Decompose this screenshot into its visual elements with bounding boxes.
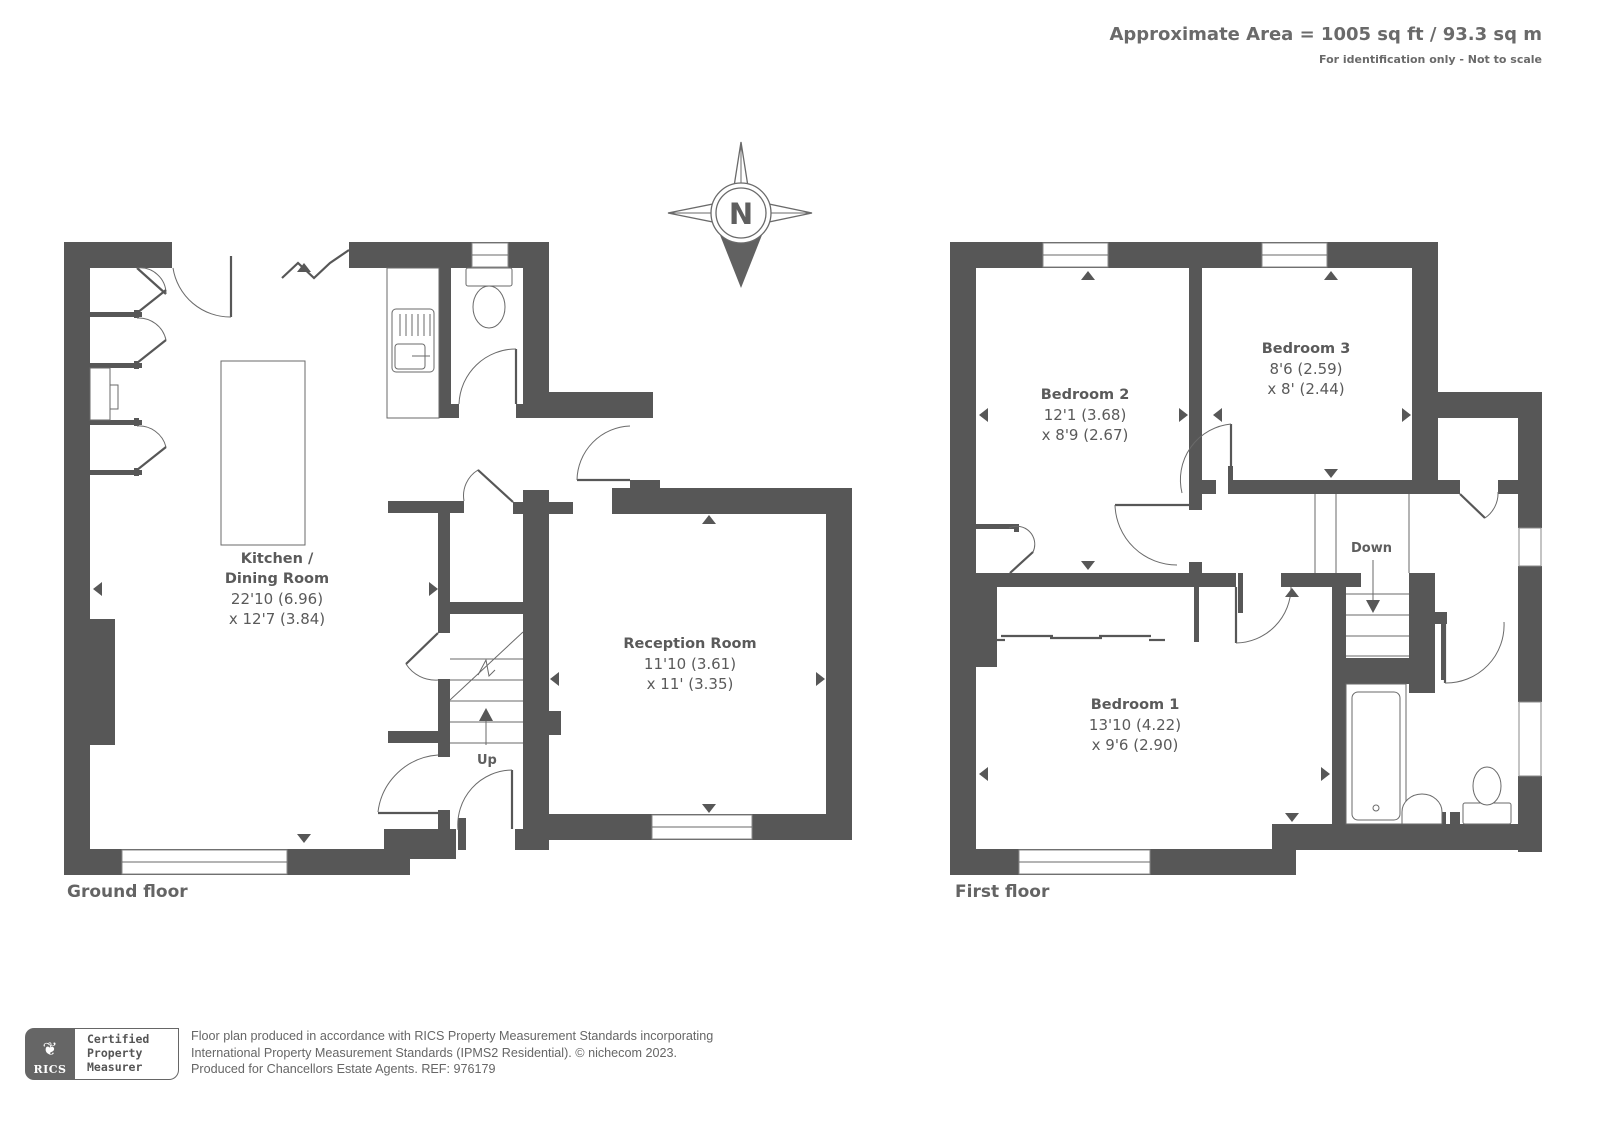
room-label-bedroom-2: Bedroom 2 12'1 (3.68) x 8'9 (2.67) bbox=[1010, 385, 1160, 445]
room-name: Bedroom 1 bbox=[1090, 697, 1180, 713]
toilet-icon bbox=[1462, 802, 1512, 825]
footer-line: Produced for Chancellors Estate Agents. … bbox=[191, 1062, 496, 1076]
room-dimension: 11'10 (3.61) bbox=[643, 655, 737, 673]
wardrobe-sliding-doors bbox=[997, 634, 1165, 642]
room-dimension: 22'10 (6.96) bbox=[230, 590, 324, 608]
room-dimension: x 8'9 (2.67) bbox=[1041, 426, 1129, 444]
ground-floor-walls bbox=[64, 242, 852, 875]
first-floor-walls bbox=[950, 242, 1542, 875]
room-name: Bedroom 3 bbox=[1261, 341, 1351, 357]
room-label-bedroom-3: Bedroom 3 8'6 (2.59) x 8' (2.44) bbox=[1236, 339, 1376, 399]
room-name: Kitchen / bbox=[240, 551, 314, 567]
room-label-bedroom-1: Bedroom 1 13'10 (4.22) x 9'6 (2.90) bbox=[1060, 695, 1210, 755]
ground-floor-stairs bbox=[449, 631, 524, 745]
footer-line: International Property Measurement Stand… bbox=[191, 1045, 677, 1060]
not-to-scale-note: For identification only - Not to scale bbox=[1319, 53, 1542, 66]
footer: ❦ RICS Certified Property Measurer Floor… bbox=[25, 1028, 713, 1080]
ground-floor-title: Ground floor bbox=[67, 882, 188, 902]
room-label-kitchen-dining: Kitchen / Dining Room 22'10 (6.96) x 12'… bbox=[192, 549, 362, 629]
basin-icon bbox=[1401, 793, 1443, 825]
room-dimension: x 12'7 (3.84) bbox=[228, 610, 326, 628]
ground-floor-doors bbox=[136, 249, 631, 831]
footer-line: Floor plan produced in accordance with R… bbox=[191, 1029, 714, 1043]
rics-logo: ❦ RICS bbox=[25, 1028, 75, 1080]
room-name: Bedroom 2 bbox=[1040, 387, 1130, 403]
bathroom-fixtures bbox=[1345, 683, 1512, 825]
first-floor-doors bbox=[1008, 423, 1505, 684]
stairs-up-label: Up bbox=[477, 753, 497, 768]
room-dimension: x 11' (3.35) bbox=[646, 675, 734, 693]
room-dimension: x 8' (2.44) bbox=[1267, 380, 1345, 398]
toilet-icon bbox=[465, 267, 513, 287]
rics-org-label: RICS bbox=[33, 1063, 67, 1076]
certified-measurer-badge: Certified Property Measurer bbox=[75, 1028, 179, 1080]
window-landing bbox=[1518, 527, 1542, 567]
rics-lion-icon: ❦ bbox=[42, 1039, 58, 1060]
north-compass-icon bbox=[667, 141, 813, 288]
kitchen-island bbox=[220, 360, 306, 546]
room-dimension: 8'6 (2.59) bbox=[1269, 360, 1343, 378]
room-dimension: 13'10 (4.22) bbox=[1088, 716, 1182, 734]
stairs-down-label: Down bbox=[1351, 541, 1392, 556]
room-name: Reception Room bbox=[623, 636, 757, 652]
badge-line: Property bbox=[87, 1046, 143, 1060]
room-name: Dining Room bbox=[224, 571, 330, 587]
badge-line: Measurer bbox=[87, 1060, 143, 1074]
footer-disclaimer: Floor plan produced in accordance with R… bbox=[191, 1028, 713, 1080]
ground-floor-dimension-markers bbox=[93, 263, 825, 843]
window-bathroom bbox=[1518, 701, 1542, 777]
approximate-area-title: Approximate Area = 1005 sq ft / 93.3 sq … bbox=[1109, 24, 1542, 45]
room-label-reception: Reception Room 11'10 (3.61) x 11' (3.35) bbox=[595, 634, 785, 694]
room-dimension: x 9'6 (2.90) bbox=[1091, 736, 1179, 754]
first-floor-dimension-markers bbox=[979, 271, 1411, 822]
compass-north-letter: N bbox=[729, 197, 753, 231]
first-floor-stairs bbox=[1314, 494, 1410, 657]
badge-line: Certified bbox=[87, 1032, 150, 1046]
first-floor-title: First floor bbox=[955, 882, 1050, 902]
room-dimension: 12'1 (3.68) bbox=[1043, 406, 1127, 424]
